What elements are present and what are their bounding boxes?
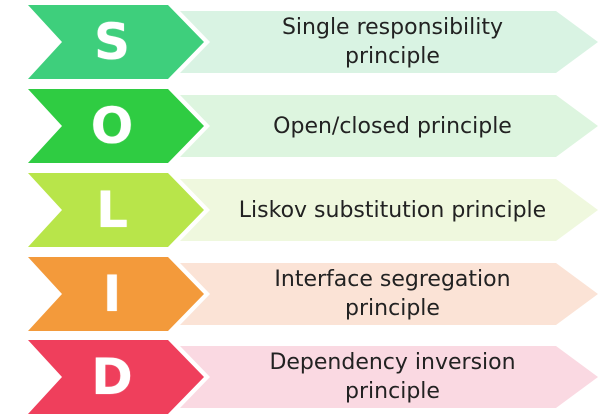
row-o-shapes [28, 89, 598, 163]
row-l-letter: L [96, 181, 128, 239]
row-l-shapes [28, 173, 598, 247]
row-s-text-chevron [180, 11, 598, 73]
row-i-shapes [28, 257, 598, 331]
row-i: I Interface segregation principle [0, 257, 606, 331]
row-l-text-chevron [180, 179, 598, 241]
row-d-shapes [28, 340, 598, 414]
row-l-letter-chevron [28, 173, 204, 247]
row-s-letter-chevron [28, 5, 204, 79]
row-i-letter: I [102, 265, 122, 323]
row-i-label: Interface segregation principle [274, 267, 511, 321]
row-s-label: Single responsibility principle [281, 15, 504, 69]
row-s: S Single responsibility principle [0, 5, 606, 79]
row-o-label: Open/closed principle [273, 113, 512, 139]
row-d-letter-chevron [28, 340, 204, 414]
row-d-label: Dependency inversion principle [269, 350, 516, 404]
row-l: L Liskov substitution principle [0, 173, 606, 247]
row-i-text-chevron [180, 263, 598, 325]
row-s-shapes [28, 5, 598, 79]
row-d: D Dependency inversion principle [0, 340, 606, 414]
row-s-letter: S [93, 13, 130, 71]
row-o-text-chevron [180, 95, 598, 157]
row-l-label: Liskov substitution principle [238, 197, 547, 223]
row-d-letter: D [91, 348, 133, 406]
row-o-letter-chevron [28, 89, 204, 163]
row-o: O Open/closed principle [0, 89, 606, 163]
row-d-text-chevron [180, 346, 598, 408]
row-o-letter: O [90, 97, 134, 155]
row-i-letter-chevron [28, 257, 204, 331]
